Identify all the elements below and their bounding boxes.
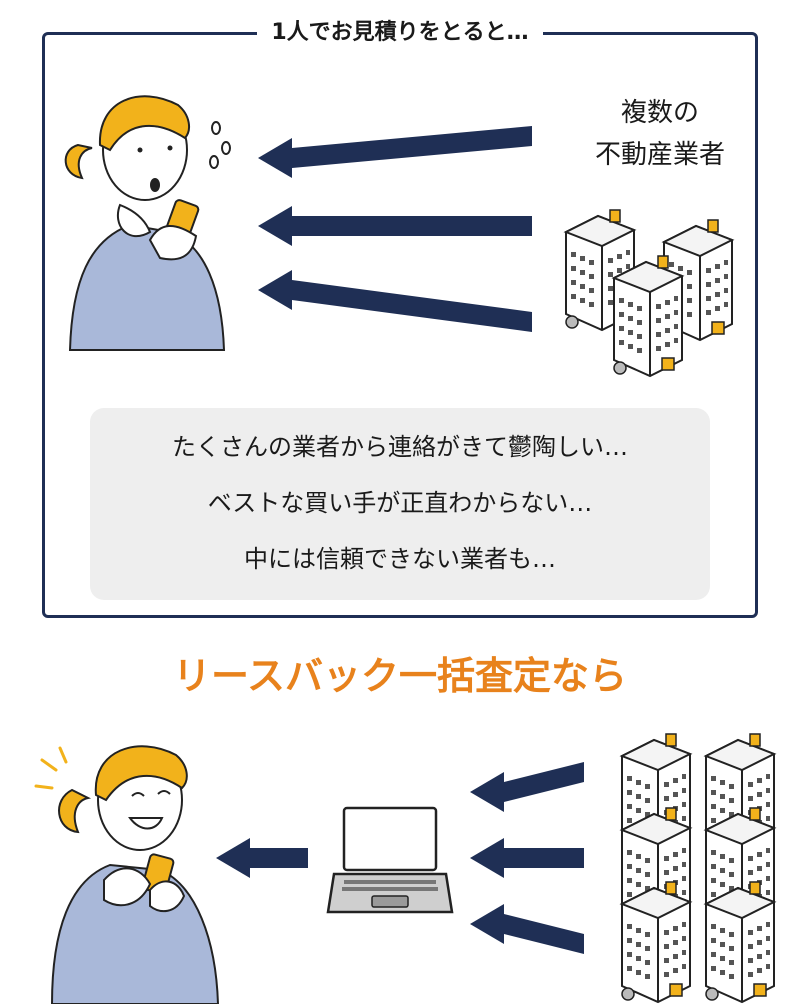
sources-label-line2: 不動産業者 bbox=[594, 140, 725, 170]
arrow-left-icon bbox=[258, 206, 532, 246]
sources-label-line1: 複数の bbox=[620, 98, 699, 128]
arrow-left-icon bbox=[258, 270, 532, 332]
complaint-line: たくさんの業者から連絡がきて鬱陶しい… bbox=[172, 433, 628, 461]
complaint-line: 中には信頼できない業者も… bbox=[244, 545, 556, 573]
complaint-line: ベストな買い手が正直わからない… bbox=[207, 489, 593, 517]
laptop-icon bbox=[326, 806, 454, 914]
sources-label: 複数の 不動産業者 bbox=[560, 92, 760, 176]
happy-woman-illustration bbox=[34, 745, 220, 1004]
building-cluster-icon bbox=[621, 733, 775, 1003]
arrow-left-icon bbox=[470, 838, 584, 878]
arrow-left-icon bbox=[216, 838, 308, 878]
headline: リースバック一括査定なら bbox=[172, 654, 628, 698]
arrow-left-icon bbox=[470, 762, 584, 812]
arrow-left-icon bbox=[470, 904, 584, 954]
arrow-left-icon bbox=[258, 126, 532, 178]
frame-title-text: 1人でお見積りをとると… bbox=[257, 20, 543, 45]
complaints-box bbox=[90, 408, 710, 600]
frame-title: 1人でお見積りをとると… bbox=[0, 18, 800, 48]
surprised-woman-illustration bbox=[64, 95, 231, 351]
